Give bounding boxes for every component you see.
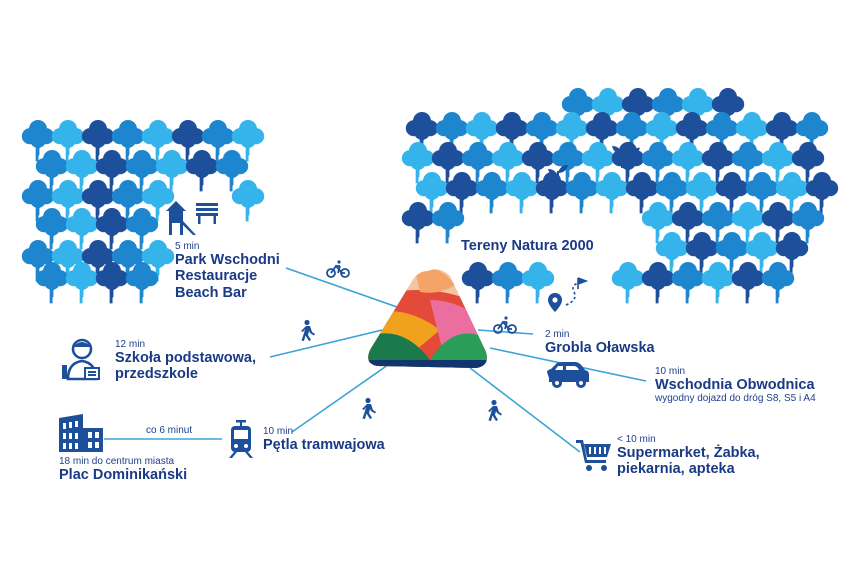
tree-icon: [230, 180, 266, 222]
walking-person-icon: [301, 319, 315, 341]
grobla-name: Grobla Oławska: [545, 340, 655, 357]
forest-right-icon: [400, 88, 840, 304]
line-to-park: [285, 267, 398, 308]
tree-icon: [64, 262, 100, 304]
park-line-2: Restauracje: [175, 268, 258, 285]
shops-line-2: piekarnia, apteka: [617, 461, 735, 478]
tree-icon: [474, 172, 510, 214]
tree-icon: [534, 172, 570, 214]
walking-person-icon: [362, 397, 376, 419]
line-to-tram: [291, 359, 396, 433]
school-label: 12 min Szkoła podstawowa, przedszkole: [115, 339, 256, 383]
plac-time: 18 min do centrum miasta: [59, 456, 175, 467]
natura-label: Tereny Natura 2000: [461, 238, 594, 254]
tree-icon: [610, 262, 646, 304]
student-icon: [62, 338, 100, 381]
tree-icon: [124, 262, 160, 304]
grobla-time: 2 min: [545, 329, 570, 340]
park-line-3: Beach Bar: [175, 284, 247, 301]
tree-icon: [640, 262, 676, 304]
shops-line-1: Supermarket, Żabka,: [617, 445, 760, 462]
bicycle-icon: [493, 316, 517, 334]
obwodnica-time: 10 min: [655, 366, 686, 377]
tram-frequency: co 6 minut: [146, 425, 193, 436]
obwodnica-label: 10 min Wschodnia Obwodnica wygodny dojaz…: [655, 366, 816, 405]
tree-icon: [504, 172, 540, 214]
tram-icon: [229, 420, 253, 458]
line-to-grobla: [477, 329, 534, 335]
obwodnica-note: wygodny dojazd do dróg S8, S5 i A4: [655, 393, 816, 405]
plant-icon: [612, 142, 632, 168]
park-line-1: Park Wschodni: [175, 252, 280, 269]
tree-icon: [430, 202, 466, 244]
tree-icon: [490, 262, 526, 304]
tram-time: 10 min: [263, 426, 294, 437]
tree-icon: [400, 202, 436, 244]
tree-icon: [564, 172, 600, 214]
logo-triangle-icon: [368, 269, 487, 368]
plac-label: 18 min do centrum miasta Plac Dominikańs…: [59, 456, 187, 483]
tree-icon: [700, 262, 736, 304]
car-icon: [547, 362, 589, 388]
shops-time: < 10 min: [617, 434, 656, 445]
tree-icon: [670, 262, 706, 304]
plac-name: Plac Dominikański: [59, 467, 188, 484]
bicycle-icon: [326, 260, 350, 278]
tree-icon: [94, 262, 130, 304]
location-pin-icon: [548, 293, 562, 312]
building-icon: [59, 414, 103, 452]
tree-icon: [594, 172, 630, 214]
shops-label: < 10 min Supermarket, Żabka, piekarnia, …: [617, 434, 760, 478]
line-to-school: [269, 329, 383, 358]
bench-icon: [196, 203, 218, 224]
park-time: 5 min: [175, 241, 200, 252]
obwodnica-name: Wschodnia Obwodnica: [655, 377, 815, 394]
school-line-2: przedszkole: [115, 366, 198, 383]
plant-icon: [624, 147, 640, 169]
tree-icon: [760, 262, 796, 304]
tree-icon: [730, 262, 766, 304]
school-time: 12 min: [115, 339, 146, 350]
natura-title: Tereny Natura 2000: [461, 238, 594, 254]
line-to-shops: [469, 367, 581, 453]
tram-name: Pętla tramwajowa: [263, 437, 385, 454]
walking-person-icon: [488, 399, 502, 421]
route-path-icon: [565, 277, 589, 306]
shopping-cart-icon: [576, 440, 611, 471]
park-label: 5 min Park Wschodni Restauracje Beach Ba…: [175, 241, 280, 301]
tree-icon: [34, 262, 70, 304]
plant-icon: [548, 165, 568, 191]
tree-icon: [184, 150, 220, 192]
tree-icon: [460, 262, 496, 304]
grobla-label: 2 min Grobla Oławska: [545, 329, 655, 356]
playground-icon: [166, 201, 196, 235]
tram-label: 10 min Pętla tramwajowa: [263, 426, 385, 453]
school-line-1: Szkoła podstawowa,: [115, 350, 256, 367]
